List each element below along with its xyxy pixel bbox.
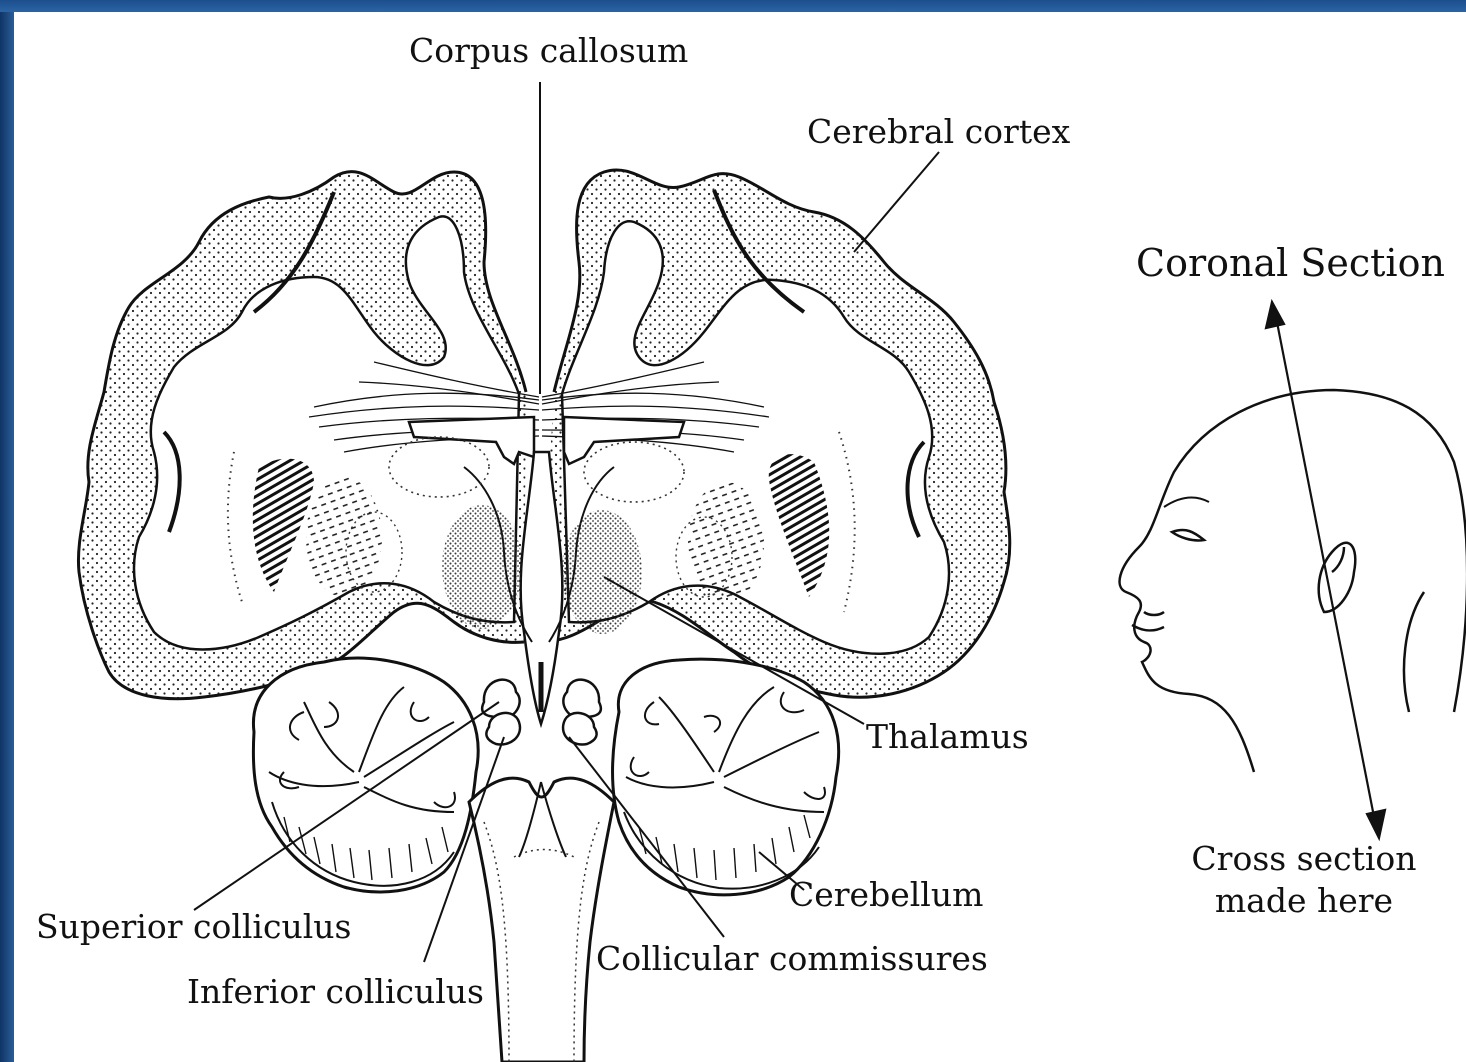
label-superior-colliculus: Superior colliculus (36, 910, 351, 943)
head-profile (1120, 390, 1466, 772)
slide-frame-top (0, 0, 1466, 12)
cerebral-cortex-leader (854, 152, 939, 252)
label-coronal-section: Coronal Section (1136, 244, 1445, 282)
left-globus-pallidus (306, 477, 382, 597)
label-thalamus: Thalamus (866, 720, 1029, 753)
left-thalamus (442, 505, 522, 629)
cross-section-arrow (1266, 302, 1385, 838)
left-cerebellum (253, 658, 478, 892)
label-cross-section-line1: Cross section (1189, 842, 1419, 875)
label-cerebellum: Cerebellum (789, 878, 983, 911)
right-globus-pallidus (688, 482, 764, 602)
label-corpus-callosum: Corpus callosum (409, 34, 688, 67)
label-inferior-colliculus: Inferior colliculus (187, 975, 484, 1008)
label-collicular-commissures: Collicular commissures (596, 942, 988, 975)
colliculi-right (563, 680, 601, 745)
diagram-sheet: Corpus callosum Cerebral cortex Coronal … (14, 12, 1466, 1062)
brainstem (469, 778, 614, 1062)
right-thalamus (562, 510, 642, 634)
label-cross-section-line2: made here (1189, 884, 1419, 917)
colliculi-left (482, 680, 520, 745)
right-cerebellum (613, 659, 839, 895)
slide-frame-left (0, 0, 14, 1062)
label-cerebral-cortex: Cerebral cortex (807, 115, 1070, 148)
